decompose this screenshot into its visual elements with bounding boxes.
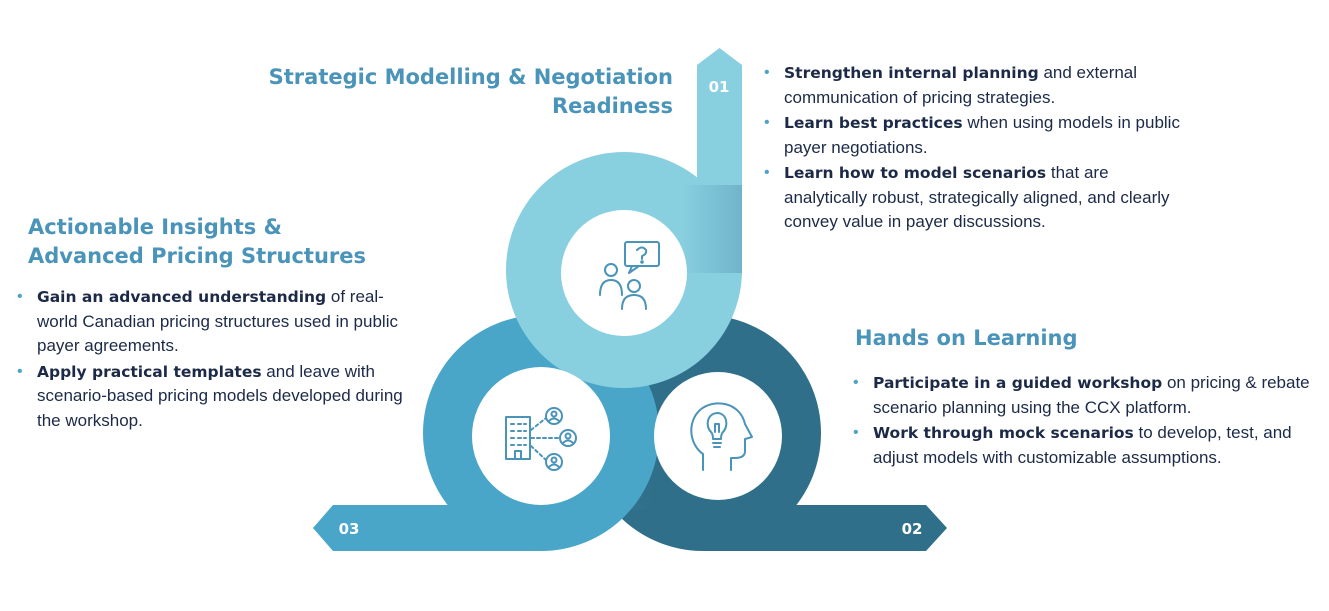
section-03-bullets: Gain an advanced understanding of real-w… bbox=[16, 285, 416, 434]
bullet-03-1-text: of real-world Canadian pricing structure… bbox=[37, 287, 398, 355]
bullet-02-2: Work through mock scenarios to develop, … bbox=[852, 421, 1312, 470]
step-number-03: 03 bbox=[339, 520, 360, 538]
head-lightbulb-icon bbox=[690, 402, 753, 471]
bullet-01-3-text: that are analytically robust, strategica… bbox=[784, 163, 1170, 231]
bullet-03-2-bold: Apply practical templates bbox=[37, 362, 262, 381]
people-question-icon bbox=[599, 241, 660, 310]
bullet-02-2-bold: Work through mock scenarios bbox=[873, 424, 1134, 442]
bullet-03-2: Apply practical templates and leave with… bbox=[16, 360, 416, 434]
section-03-title-line1: Actionable Insights & bbox=[28, 215, 282, 239]
bullet-03-2-text: and leave with scenario-based pricing mo… bbox=[37, 361, 403, 430]
section-02-title: Hands on Learning bbox=[855, 326, 1078, 350]
bullet-01-2-bold: Learn best practices bbox=[784, 114, 963, 132]
bullet-03-1-bold: Gain an advanced understanding bbox=[37, 288, 327, 306]
bullet-02-2-text: to develop, test, and adjust models with… bbox=[873, 423, 1292, 467]
bullet-01-1-bold: Strengthen internal planning bbox=[784, 64, 1039, 82]
section-02-bullets: Participate in a guided workshop on pric… bbox=[852, 371, 1312, 471]
bullet-03-1: Gain an advanced understanding of real-w… bbox=[16, 285, 416, 359]
step-number-02: 02 bbox=[902, 520, 923, 538]
icon-disc-02 bbox=[654, 372, 782, 500]
bullet-01-2-text: when using models in public payer negoti… bbox=[784, 113, 1180, 157]
section-01-bullets: Strengthen internal planning and externa… bbox=[763, 61, 1188, 236]
section-01-heading: Strategic Modelling & Negotiation Readin… bbox=[225, 63, 673, 121]
section-03-heading: Actionable Insights & Advanced Pricing S… bbox=[28, 213, 428, 271]
section-03-title-line2: Advanced Pricing Structures bbox=[28, 244, 367, 268]
bullet-01-2: Learn best practices when using models i… bbox=[763, 111, 1188, 160]
section-01-title-line1: Strategic Modelling & Negotiation bbox=[268, 65, 673, 89]
bullet-02-1: Participate in a guided workshop on pric… bbox=[852, 371, 1312, 420]
bullet-01-3-bold: Learn how to model scenarios bbox=[784, 164, 1047, 182]
bullet-02-1-bold: Participate in a guided workshop bbox=[873, 374, 1163, 392]
bullet-01-1: Strengthen internal planning and externa… bbox=[763, 61, 1188, 110]
section-01-title-line2: Readiness bbox=[551, 94, 673, 118]
section-02-heading: Hands on Learning bbox=[855, 324, 1255, 353]
building-network-icon bbox=[505, 407, 577, 471]
bullet-01-1-text: and external communication of pricing st… bbox=[784, 63, 1138, 107]
icon-disc-01 bbox=[561, 210, 687, 336]
bullet-02-1-text: on pricing & rebate scenario planning us… bbox=[873, 373, 1310, 417]
icon-disc-03 bbox=[472, 367, 610, 505]
step-number-01: 01 bbox=[709, 78, 730, 96]
bullet-01-3: Learn how to model scenarios that are an… bbox=[763, 161, 1188, 235]
